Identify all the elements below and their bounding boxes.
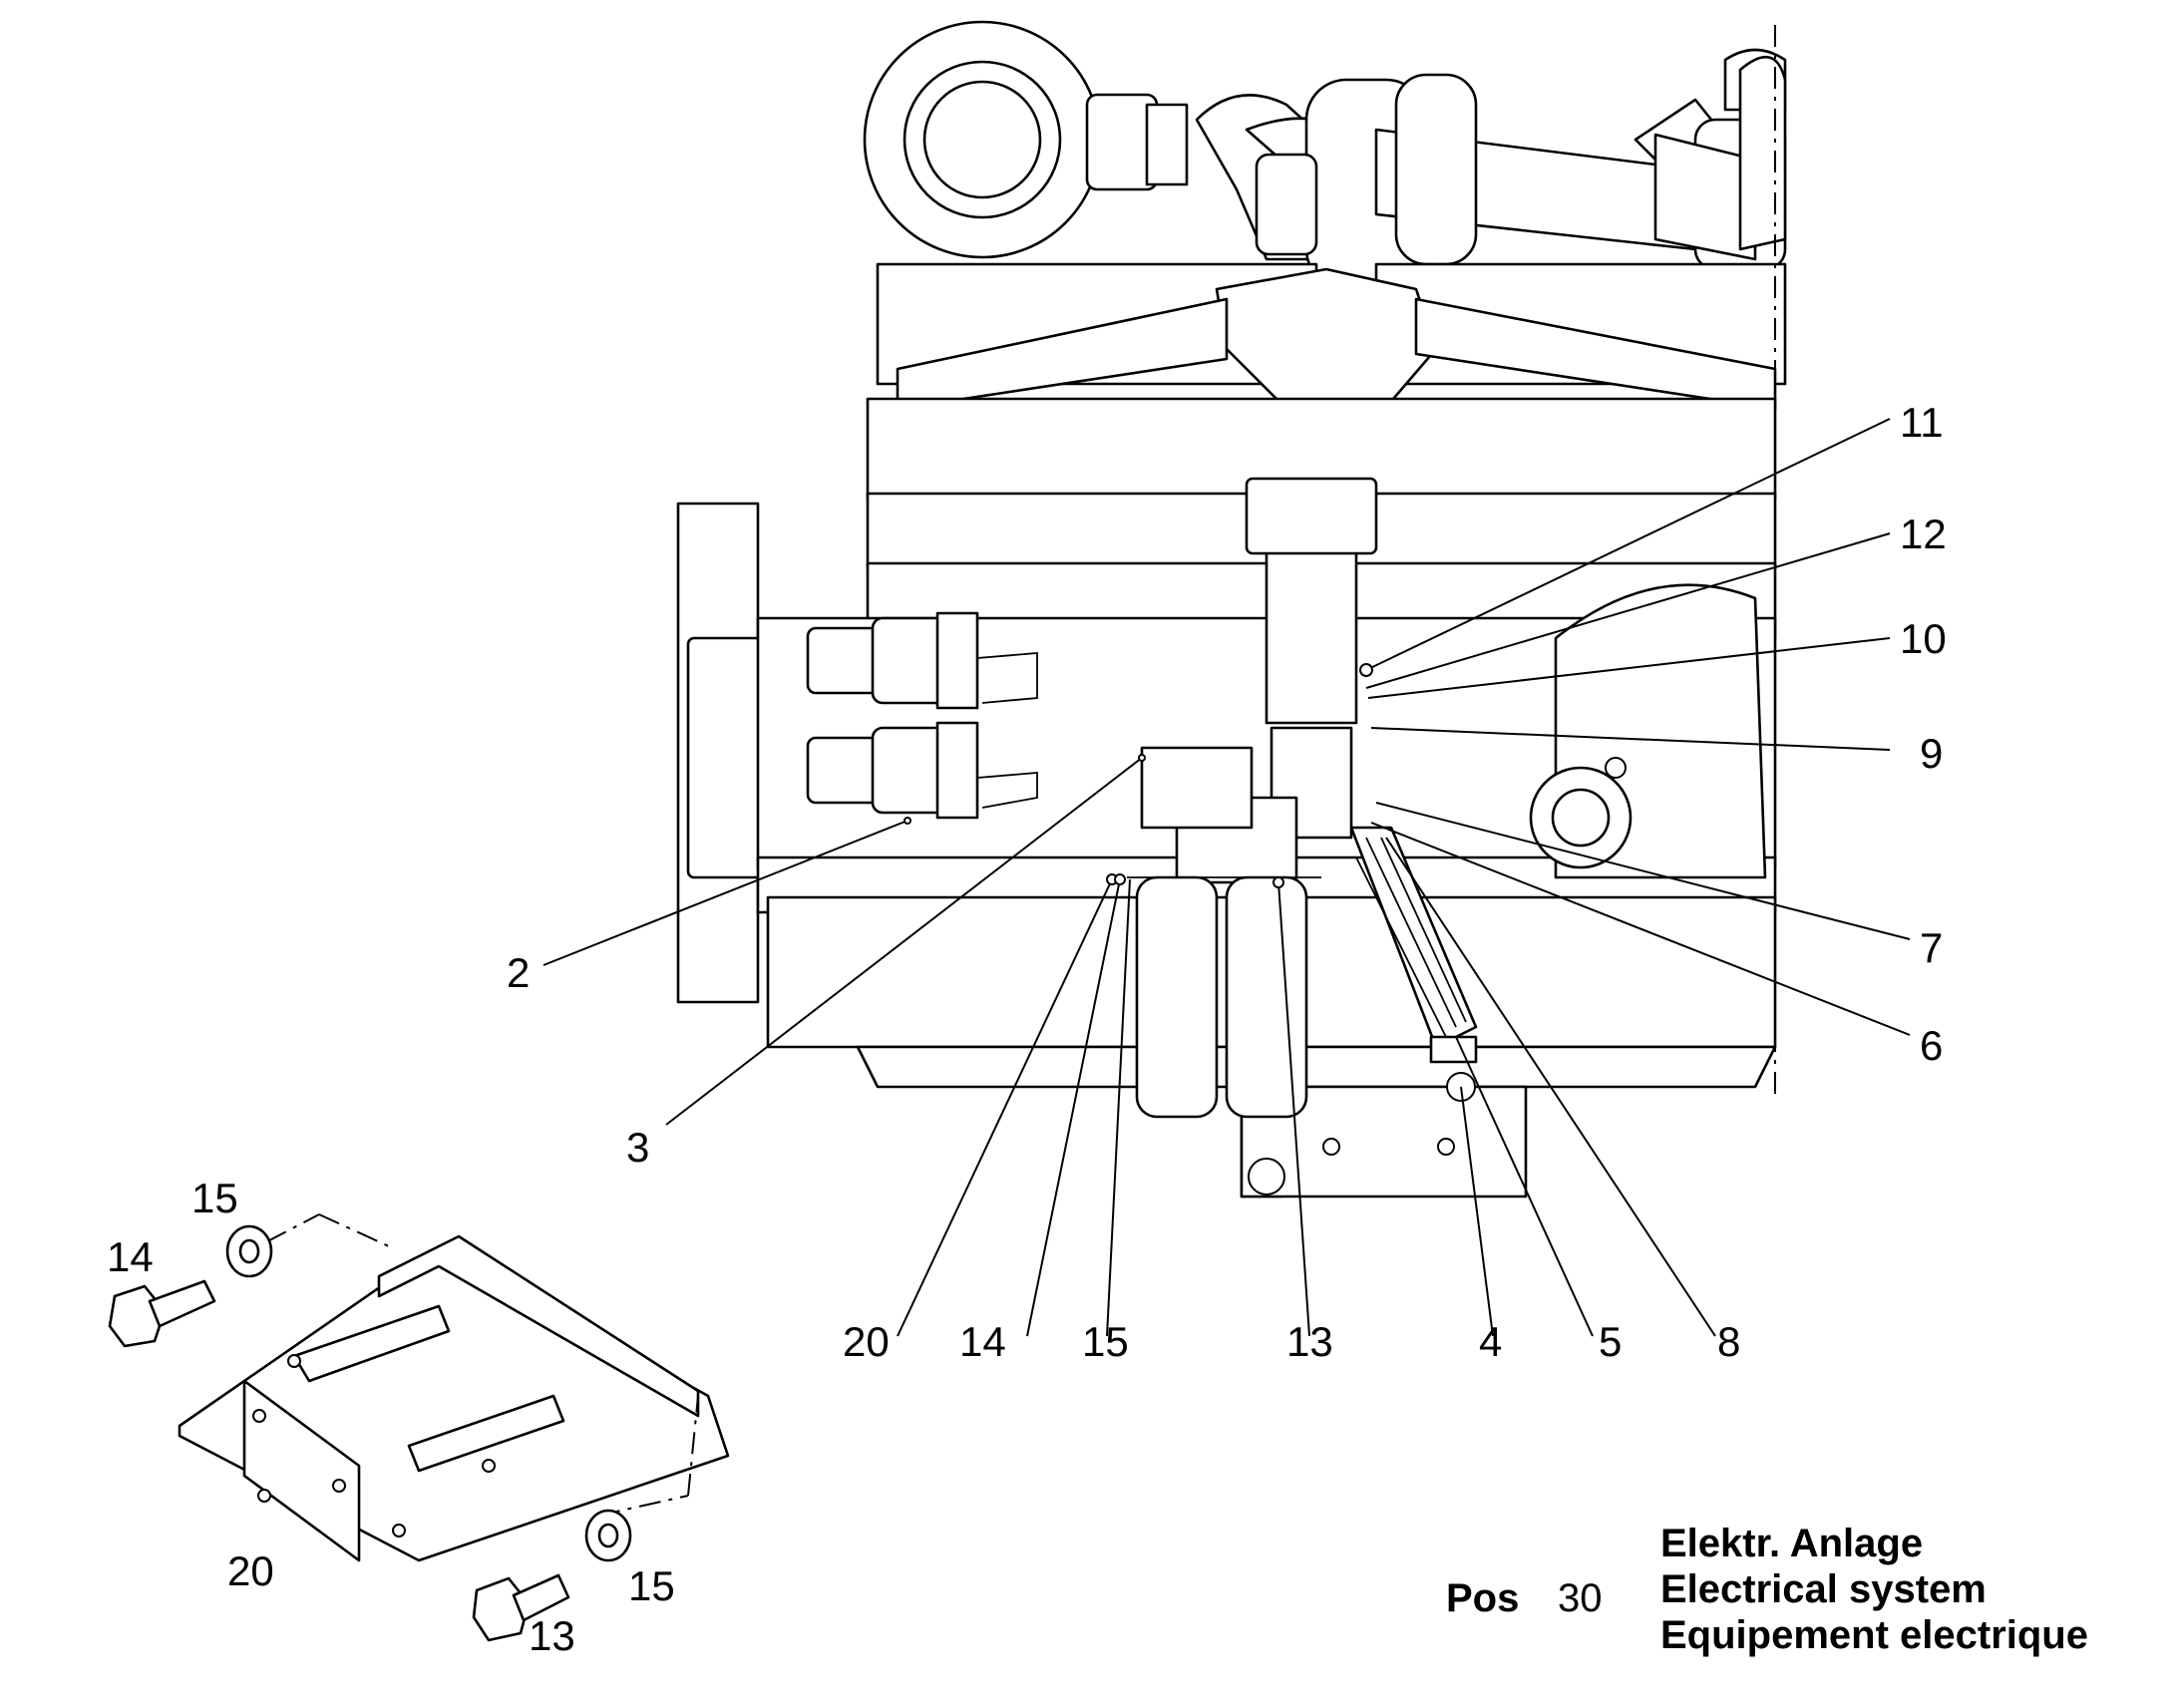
valve-covers xyxy=(876,262,1787,421)
callout-labels: 2 3 4 5 6 7 8 9 10 11 12 13 14 15 20 15 … xyxy=(107,399,1947,1659)
title-block: Pos 30 Elektr. Anlage Electrical system … xyxy=(1446,1521,2164,1690)
title-lines: Elektr. Anlage Electrical system Equipem… xyxy=(1660,1521,2088,1658)
callout-9: 9 xyxy=(1920,730,1943,777)
callout-4: 4 xyxy=(1479,1318,1502,1365)
callout-12: 12 xyxy=(1900,511,1947,557)
callout-8: 8 xyxy=(1717,1318,1740,1365)
detail-callout-15-bottom: 15 xyxy=(628,1562,675,1609)
title-german: Elektr. Anlage xyxy=(1660,1522,1924,1565)
leader-lines xyxy=(543,418,1911,1337)
callout-10: 10 xyxy=(1900,615,1947,662)
callout-13: 13 xyxy=(1286,1318,1333,1365)
callout-6: 6 xyxy=(1920,1022,1943,1069)
turbocharger-right xyxy=(1738,55,1787,251)
bolt-14 xyxy=(108,1279,216,1348)
title-french: Equipement electrique xyxy=(1660,1613,2088,1657)
control-box xyxy=(1140,477,1378,884)
detail-callout-20: 20 xyxy=(227,1547,274,1594)
detail-callout-15-top: 15 xyxy=(191,1175,238,1221)
filters xyxy=(1127,875,1321,1119)
callout-11: 11 xyxy=(1900,399,1944,446)
detail-callout-13: 13 xyxy=(529,1612,575,1659)
callout-5: 5 xyxy=(1599,1318,1622,1365)
title-english: Electrical system xyxy=(1660,1567,1987,1611)
position-number: 30 xyxy=(1558,1576,1603,1620)
washer-15-top xyxy=(225,1224,273,1278)
callout-20: 20 xyxy=(843,1318,890,1365)
callout-3: 3 xyxy=(626,1124,649,1171)
bolt-13 xyxy=(472,1573,570,1642)
position-label: Pos xyxy=(1446,1576,1520,1620)
turbocharger-left xyxy=(863,20,1189,259)
engine-assembly xyxy=(676,20,1787,1198)
wiring-harness xyxy=(1349,826,1478,1064)
callout-7: 7 xyxy=(1920,924,1943,971)
callout-2: 2 xyxy=(507,949,530,996)
washer-15-bottom xyxy=(584,1509,632,1562)
intake-piping xyxy=(1195,48,1787,291)
callout-14: 14 xyxy=(959,1318,1006,1365)
starter-motors xyxy=(806,611,1038,820)
detail-callout-14: 14 xyxy=(107,1233,154,1280)
callout-15: 15 xyxy=(1082,1318,1129,1365)
